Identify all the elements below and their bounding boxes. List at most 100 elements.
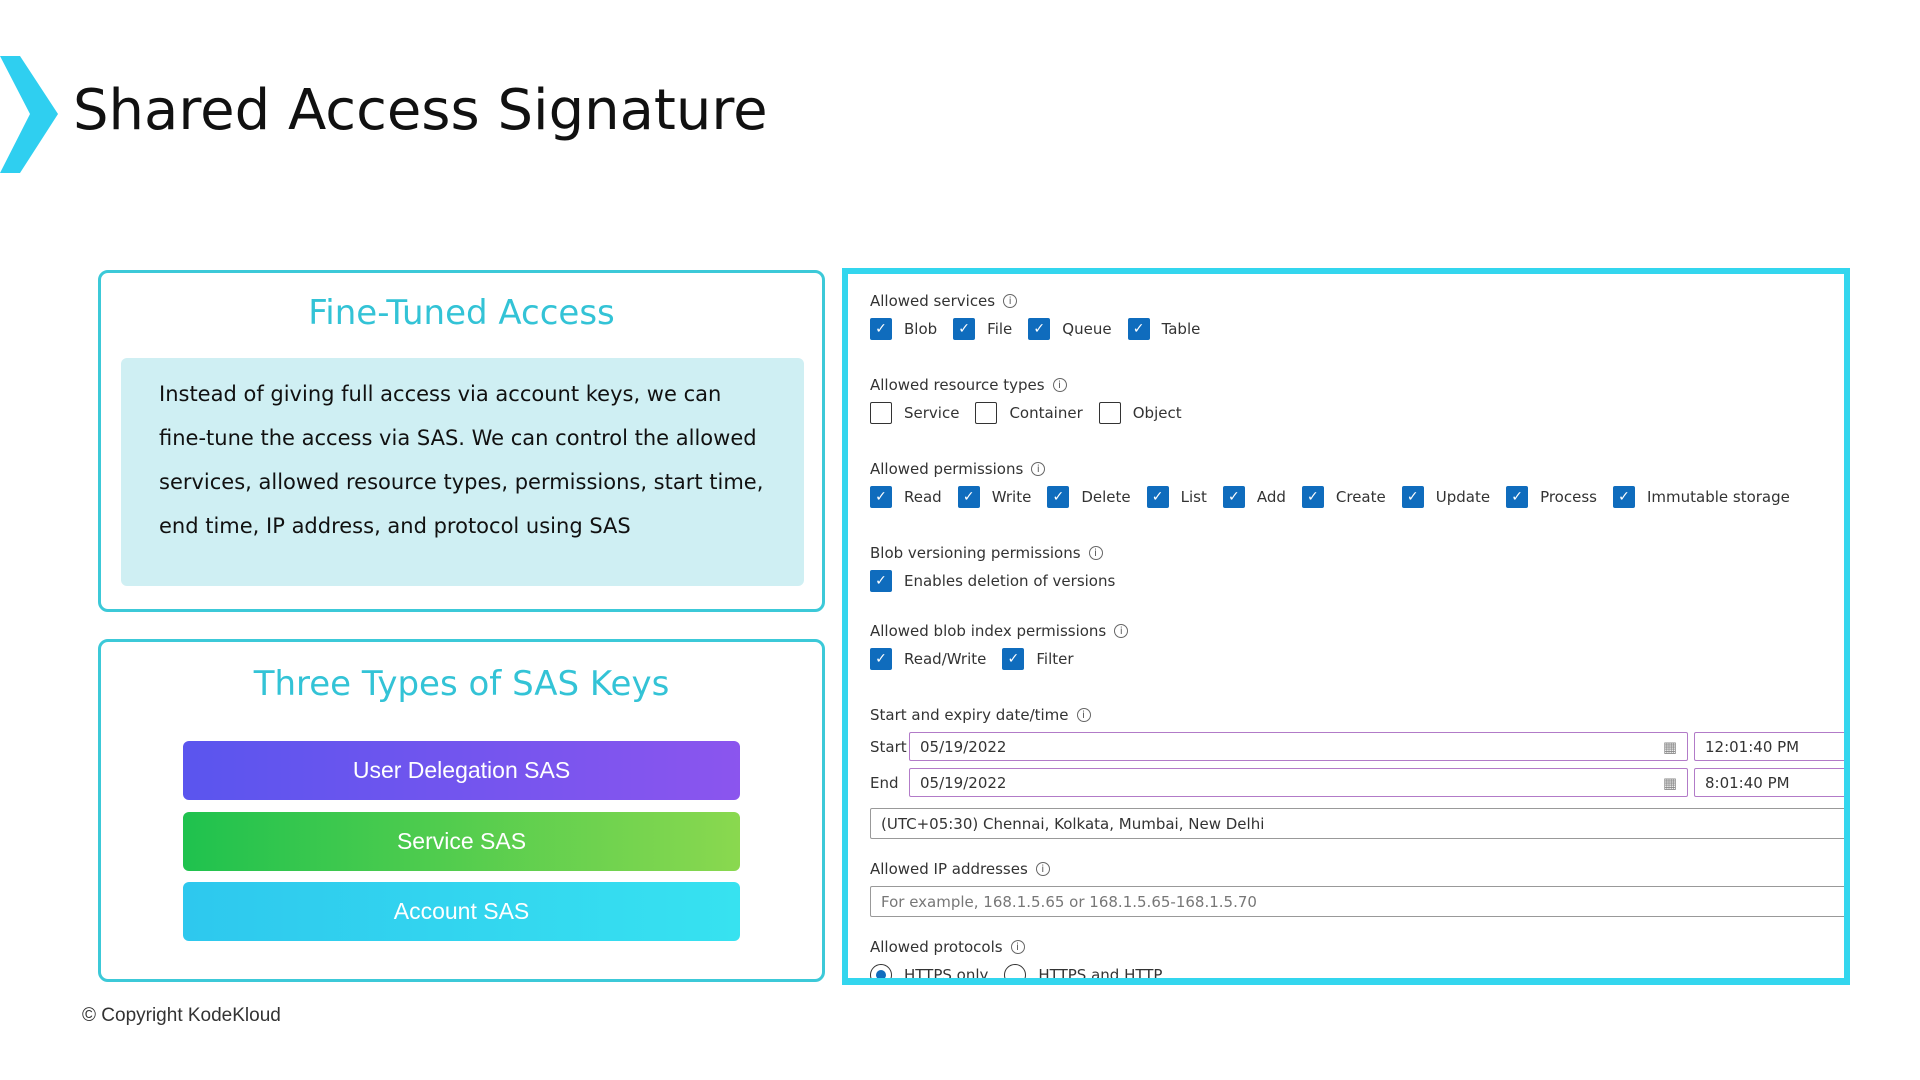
end-time-input[interactable]: 8:01:40 PM [1694, 768, 1844, 797]
checkbox-checked-icon[interactable]: ✓ [1301, 486, 1324, 508]
checkbox-checked-icon[interactable]: ✓ [957, 486, 980, 508]
option-label: HTTPS only [904, 966, 989, 984]
option-label: Object [1132, 404, 1182, 422]
end-time-value: 8:01:40 PM [1705, 773, 1790, 792]
protocol-options: HTTPS only HTTPS and HTTP [870, 964, 1178, 984]
checkbox-checked-icon[interactable]: ✓ [870, 318, 892, 340]
checkbox-read[interactable]: ✓ Read [870, 486, 942, 508]
checkbox-filter[interactable]: ✓ Filter [1002, 648, 1074, 670]
checkbox-checked-icon[interactable]: ✓ [870, 486, 892, 508]
checkbox-checked-icon[interactable]: ✓ [1612, 486, 1635, 508]
option-label: Enables deletion of versions [904, 572, 1116, 590]
checkbox-checked-icon[interactable]: ✓ [1047, 486, 1070, 508]
checkbox-file[interactable]: ✓ File [953, 318, 1012, 340]
account-sas-button[interactable]: Account SAS [183, 882, 740, 941]
calendar-icon[interactable]: ▦ [1662, 737, 1677, 756]
checkbox-update[interactable]: ✓ Update [1401, 486, 1491, 508]
option-label: Queue [1062, 320, 1112, 338]
services-options: ✓ Blob ✓ File ✓ Queue ✓Table [870, 318, 1216, 340]
checkbox-empty-icon[interactable] [975, 402, 998, 424]
checkbox-object[interactable]: Object [1098, 402, 1182, 424]
checkbox-checked-icon[interactable]: ✓ [953, 318, 976, 340]
info-icon[interactable]: i [1035, 862, 1050, 876]
checkbox-checked-icon[interactable]: ✓ [1028, 318, 1051, 340]
card-heading: Fine-Tuned Access [308, 293, 615, 333]
label-text: Allowed permissions [870, 460, 1024, 478]
timezone-value: (UTC+05:30) Chennai, Kolkata, Mumbai, Ne… [881, 814, 1265, 833]
checkbox-enables-deletion-of-versions[interactable]: ✓ Enables deletion of versions [870, 570, 1115, 592]
ip-label: Allowed IP addresses i [870, 860, 1050, 878]
info-icon[interactable]: i [1003, 294, 1018, 308]
checkbox-checked-icon[interactable]: ✓ [1506, 486, 1529, 508]
option-label: Update [1435, 488, 1491, 506]
calendar-icon[interactable]: ▦ [1662, 773, 1677, 792]
info-icon[interactable]: i [1088, 546, 1103, 560]
checkbox-service[interactable]: Service [870, 402, 959, 424]
info-icon[interactable]: i [1031, 462, 1046, 476]
radio-https-and-http[interactable]: HTTPS and HTTP [1004, 964, 1162, 978]
info-icon[interactable]: i [1114, 624, 1129, 638]
radio-empty-icon[interactable] [1004, 964, 1027, 978]
option-label: List [1180, 488, 1207, 506]
checkbox-empty-icon[interactable] [1098, 402, 1121, 424]
option-label: Read [904, 488, 942, 506]
checkbox-blob[interactable]: ✓ Blob [870, 318, 937, 340]
option-label: Filter [1036, 650, 1074, 668]
radio-https-only[interactable]: HTTPS only [870, 964, 989, 984]
info-icon[interactable]: i [1052, 378, 1067, 392]
label-text: Start and expiry date/time [870, 706, 1069, 724]
option-label: File [987, 320, 1013, 338]
label-text: Allowed services [870, 292, 996, 310]
page-title: Shared Access Signature [73, 78, 768, 143]
checkbox-empty-icon[interactable] [870, 402, 892, 424]
option-label: Blob [904, 320, 938, 338]
checkbox-checked-icon[interactable]: ✓ [870, 648, 892, 670]
ip-input[interactable]: For example, 168.1.5.65 or 168.1.5.65-16… [870, 886, 1844, 917]
checkbox-queue[interactable]: ✓ Queue [1028, 318, 1112, 340]
radio-selected-icon[interactable] [870, 964, 892, 978]
checkbox-checked-icon[interactable]: ✓ [1222, 486, 1245, 508]
info-icon[interactable]: i [1010, 940, 1025, 954]
timezone-select[interactable]: (UTC+05:30) Chennai, Kolkata, Mumbai, Ne… [870, 808, 1844, 839]
sas-types-card: Three Types of SAS Keys User Delegation … [98, 639, 825, 982]
checkbox-add[interactable]: ✓Add [1222, 486, 1286, 508]
start-time-input[interactable]: 12:01:40 PM [1694, 732, 1844, 761]
checkbox-create[interactable]: ✓ Create [1301, 486, 1386, 508]
datetime-label: Start and expiry date/time i [870, 706, 1091, 724]
fine-tuned-access-card: Fine-Tuned Access Instead of giving full… [98, 270, 825, 612]
checkbox-immutable-storage[interactable]: ✓ Immutable storage [1612, 486, 1790, 508]
label-text: Allowed protocols [870, 938, 1003, 956]
start-date-input[interactable]: 05/19/2022▦ [909, 732, 1688, 761]
checkbox-table[interactable]: ✓Table [1127, 318, 1200, 340]
permissions-label: Allowed permissions i [870, 460, 1046, 478]
checkbox-delete[interactable]: ✓Delete [1047, 486, 1131, 508]
checkbox-checked-icon[interactable]: ✓ [1002, 648, 1025, 670]
checkbox-container[interactable]: Container [975, 402, 1083, 424]
checkbox-checked-icon[interactable]: ✓ [1401, 486, 1424, 508]
checkbox-process[interactable]: ✓Process [1506, 486, 1597, 508]
versioning-options: ✓ Enables deletion of versions [870, 570, 1131, 592]
checkbox-write[interactable]: ✓ Write [957, 486, 1032, 508]
end-date-input[interactable]: 05/19/2022▦ [909, 768, 1688, 797]
info-icon[interactable]: i [1076, 708, 1091, 722]
checkbox-checked-icon[interactable]: ✓ [1146, 486, 1169, 508]
service-sas-button[interactable]: Service SAS [183, 812, 740, 871]
label-text: Allowed IP addresses [870, 860, 1028, 878]
option-label: Write [991, 488, 1032, 506]
checkbox-checked-icon[interactable]: ✓ [1127, 318, 1150, 340]
option-label: Create [1335, 488, 1386, 506]
copyright: © Copyright KodeKloud [82, 1005, 281, 1026]
end-label: End [870, 774, 899, 792]
chevron-logo-icon [0, 56, 58, 173]
user-delegation-sas-button[interactable]: User Delegation SAS [183, 741, 740, 800]
resource-types-options: Service Container Object [870, 402, 1198, 424]
option-label: Immutable storage [1646, 488, 1790, 506]
protocols-label: Allowed protocols i [870, 938, 1025, 956]
blob-index-options: ✓ Read/Write ✓ Filter [870, 648, 1090, 670]
option-label: Read/Write [904, 650, 987, 668]
checkbox-list[interactable]: ✓ List [1146, 486, 1207, 508]
checkbox-checked-icon[interactable]: ✓ [870, 570, 892, 592]
checkbox-read-write[interactable]: ✓ Read/Write [870, 648, 986, 670]
